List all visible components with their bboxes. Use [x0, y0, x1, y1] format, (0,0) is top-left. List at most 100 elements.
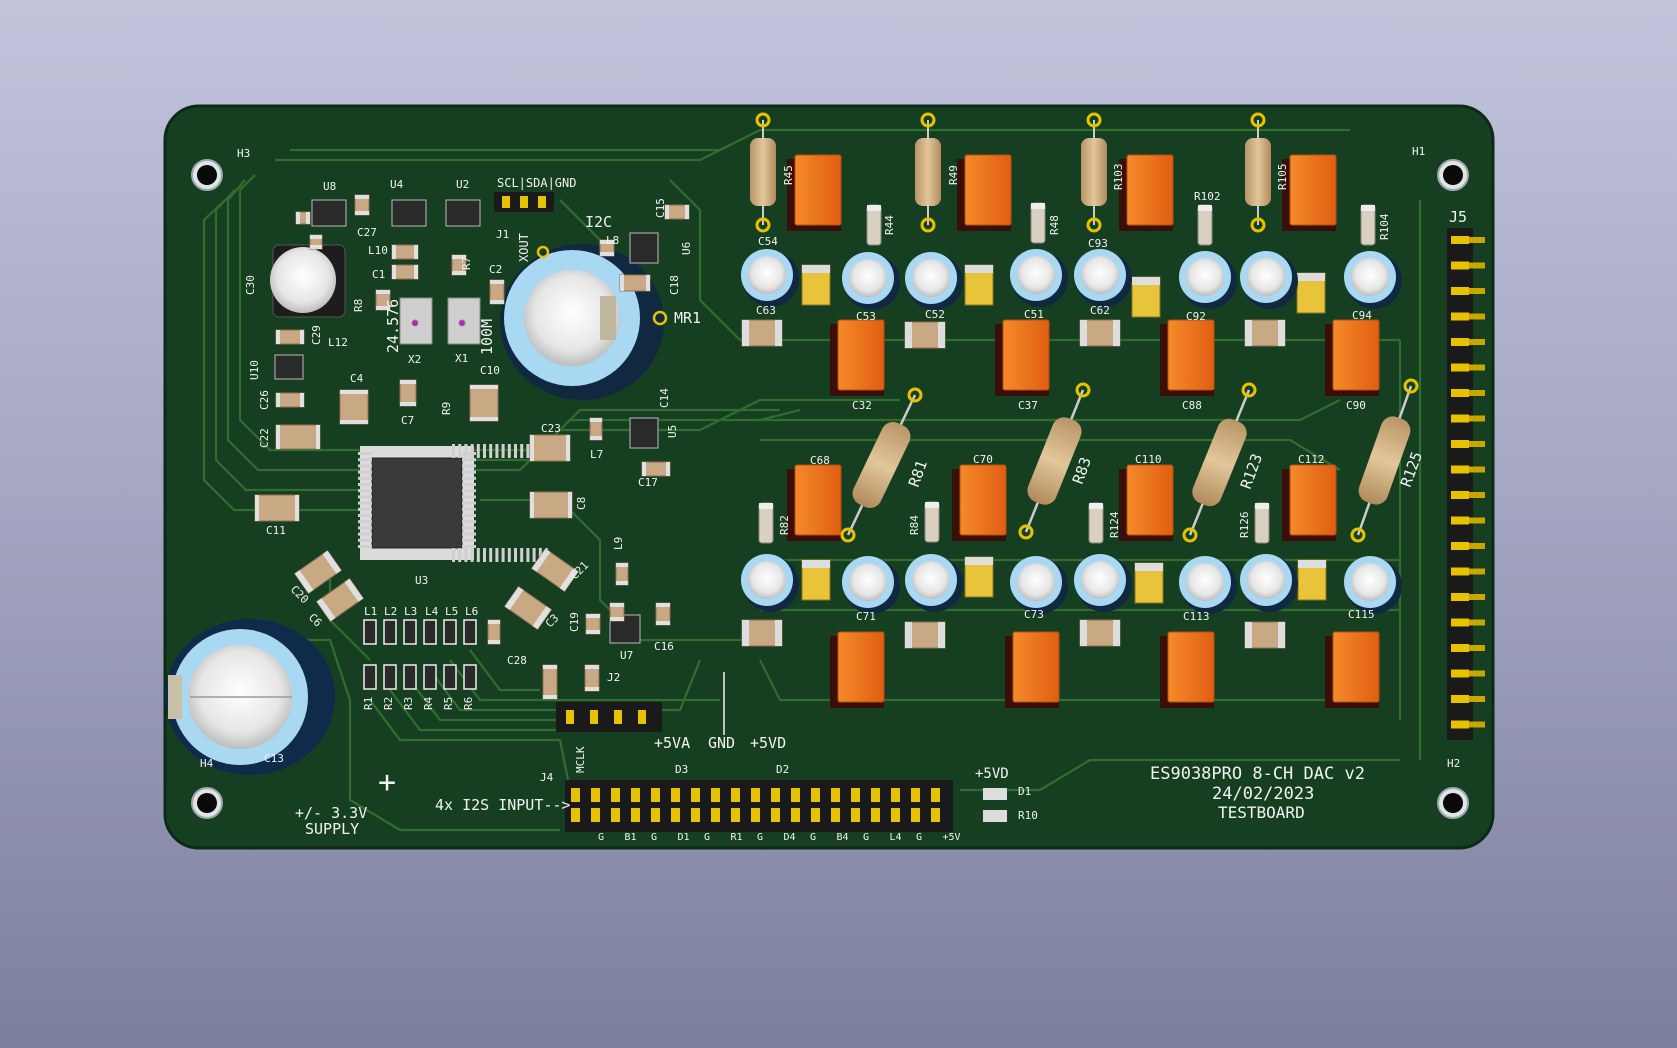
- ref-c68: C68: [810, 454, 830, 467]
- ref-l12: L12: [328, 336, 348, 349]
- film-capacitors: [787, 154, 1380, 708]
- j4-pin-label: G: [916, 832, 922, 843]
- ref-c11: C11: [266, 524, 286, 537]
- ref-c92: C92: [1186, 310, 1206, 323]
- header-j2: [556, 702, 662, 732]
- ref-l8: L8: [606, 234, 619, 247]
- ref-x2: X2: [408, 353, 421, 366]
- board-date: 24/02/2023: [1212, 784, 1314, 804]
- i2c-label: I2C: [585, 213, 612, 231]
- ref-r105: R105: [1276, 164, 1289, 191]
- ref-c112: C112: [1298, 453, 1325, 466]
- ref-c110: C110: [1135, 453, 1162, 466]
- j4-pin-label: B1: [625, 832, 637, 843]
- ref-c71: C71: [856, 610, 876, 623]
- radial-capacitors: [741, 249, 1402, 614]
- ref-c27: C27: [357, 226, 377, 239]
- ref-l9: L9: [612, 537, 625, 550]
- ref-c4: C4: [350, 372, 364, 385]
- ref-c2: C2: [489, 263, 502, 276]
- j4-pin-label: G: [598, 832, 604, 843]
- ref-r6: R6: [462, 697, 475, 710]
- ref-r2: R2: [382, 697, 395, 710]
- supply-label: +/- 3.3V: [295, 804, 367, 822]
- ref-l10: L10: [368, 244, 388, 257]
- xout-label: XOUT: [517, 233, 531, 262]
- header-j1: [494, 192, 554, 212]
- electrolytic-capacitor-main: [500, 244, 664, 400]
- ref-h4: H4: [200, 757, 214, 770]
- r10-label: R10: [1018, 809, 1038, 822]
- ref-c8: C8: [575, 497, 588, 510]
- header-j5: [1447, 228, 1485, 740]
- ref-r9: R9: [440, 402, 453, 415]
- ref-l5: L5: [445, 605, 458, 618]
- j4-pin-label: G: [651, 832, 657, 843]
- ref-c19: C19: [568, 612, 581, 632]
- plus-sign: +: [378, 765, 396, 800]
- ref-r4: R4: [422, 696, 435, 710]
- ref-c13: C13: [264, 752, 284, 765]
- power-label-5va: +5VA: [654, 734, 690, 752]
- j4-pin-label: L4: [890, 832, 902, 843]
- silkscreen: ES9038PRO 8-CH DAC v2 24/02/2023 TESTBOA…: [200, 145, 1467, 843]
- ref-r102: R102: [1194, 190, 1221, 203]
- ref-c30: C30: [244, 275, 257, 295]
- ref-u5: U5: [666, 425, 679, 438]
- ref-u2: U2: [456, 178, 469, 191]
- ref-c1: C1: [372, 268, 385, 281]
- d2-label: D2: [776, 763, 789, 776]
- ref-r49: R49: [947, 165, 960, 185]
- ref-l6: L6: [465, 605, 478, 618]
- electrolytic-capacitor-c29: [270, 244, 346, 318]
- mr1-label: MR1: [674, 309, 701, 327]
- ref-r1: R1: [362, 697, 375, 710]
- ref-c23: C23: [541, 422, 561, 435]
- ref-c52: C52: [925, 308, 945, 321]
- ref-c7: C7: [401, 414, 414, 427]
- ref-r48: R48: [1048, 215, 1061, 235]
- ref-c94: C94: [1352, 309, 1372, 322]
- power-label-gnd: GND: [708, 734, 735, 752]
- j4-pin-label: B4: [837, 832, 849, 843]
- ref-r44: R44: [883, 215, 896, 235]
- ref-c53: C53: [856, 310, 876, 323]
- smd-ics: [274, 199, 659, 644]
- ref-l2: L2: [384, 605, 397, 618]
- ref-c62: C62: [1090, 304, 1110, 317]
- ref-u10: U10: [248, 360, 261, 380]
- ref-c18: C18: [668, 275, 681, 295]
- ref-c26: C26: [258, 390, 271, 410]
- ref-x1: X1: [455, 352, 468, 365]
- mounting-holes: [191, 159, 1469, 819]
- ref-u7: U7: [620, 649, 633, 662]
- power-label-5vd: +5VD: [750, 734, 786, 752]
- j4-pin-label: G: [704, 832, 710, 843]
- ref-c14: C14: [658, 388, 671, 408]
- d1-label: D1: [1018, 785, 1031, 798]
- ref-c73: C73: [1024, 608, 1044, 621]
- mclk-label: MCLK: [574, 746, 587, 773]
- ref-l4: L4: [425, 605, 439, 618]
- ref-c115: C115: [1348, 608, 1375, 621]
- electrolytic-capacitor-c13: [165, 619, 335, 775]
- ref-c70: C70: [973, 453, 993, 466]
- ref-c51: C51: [1024, 308, 1044, 321]
- ref-c29: C29: [310, 325, 323, 345]
- ref-j2: J2: [607, 671, 620, 684]
- ref-c37: C37: [1018, 399, 1038, 412]
- ref-c16: C16: [654, 640, 674, 653]
- i2c-pins-label: SCL|SDA|GND: [497, 176, 576, 190]
- ref-l1: L1: [364, 605, 377, 618]
- header-j4: [565, 780, 953, 832]
- plus5vd-label: +5VD: [975, 766, 1009, 782]
- smd-components: [254, 194, 1327, 700]
- j4-pin-label: +5V: [943, 832, 961, 843]
- ref-c63: C63: [756, 304, 776, 317]
- j4-pin-label: D1: [678, 832, 690, 843]
- ref-r126: R126: [1238, 512, 1251, 539]
- ref-c28: C28: [507, 654, 527, 667]
- supply-label-2: SUPPLY: [305, 820, 359, 838]
- ref-r82: R82: [778, 515, 791, 535]
- ref-r5: R5: [442, 697, 455, 710]
